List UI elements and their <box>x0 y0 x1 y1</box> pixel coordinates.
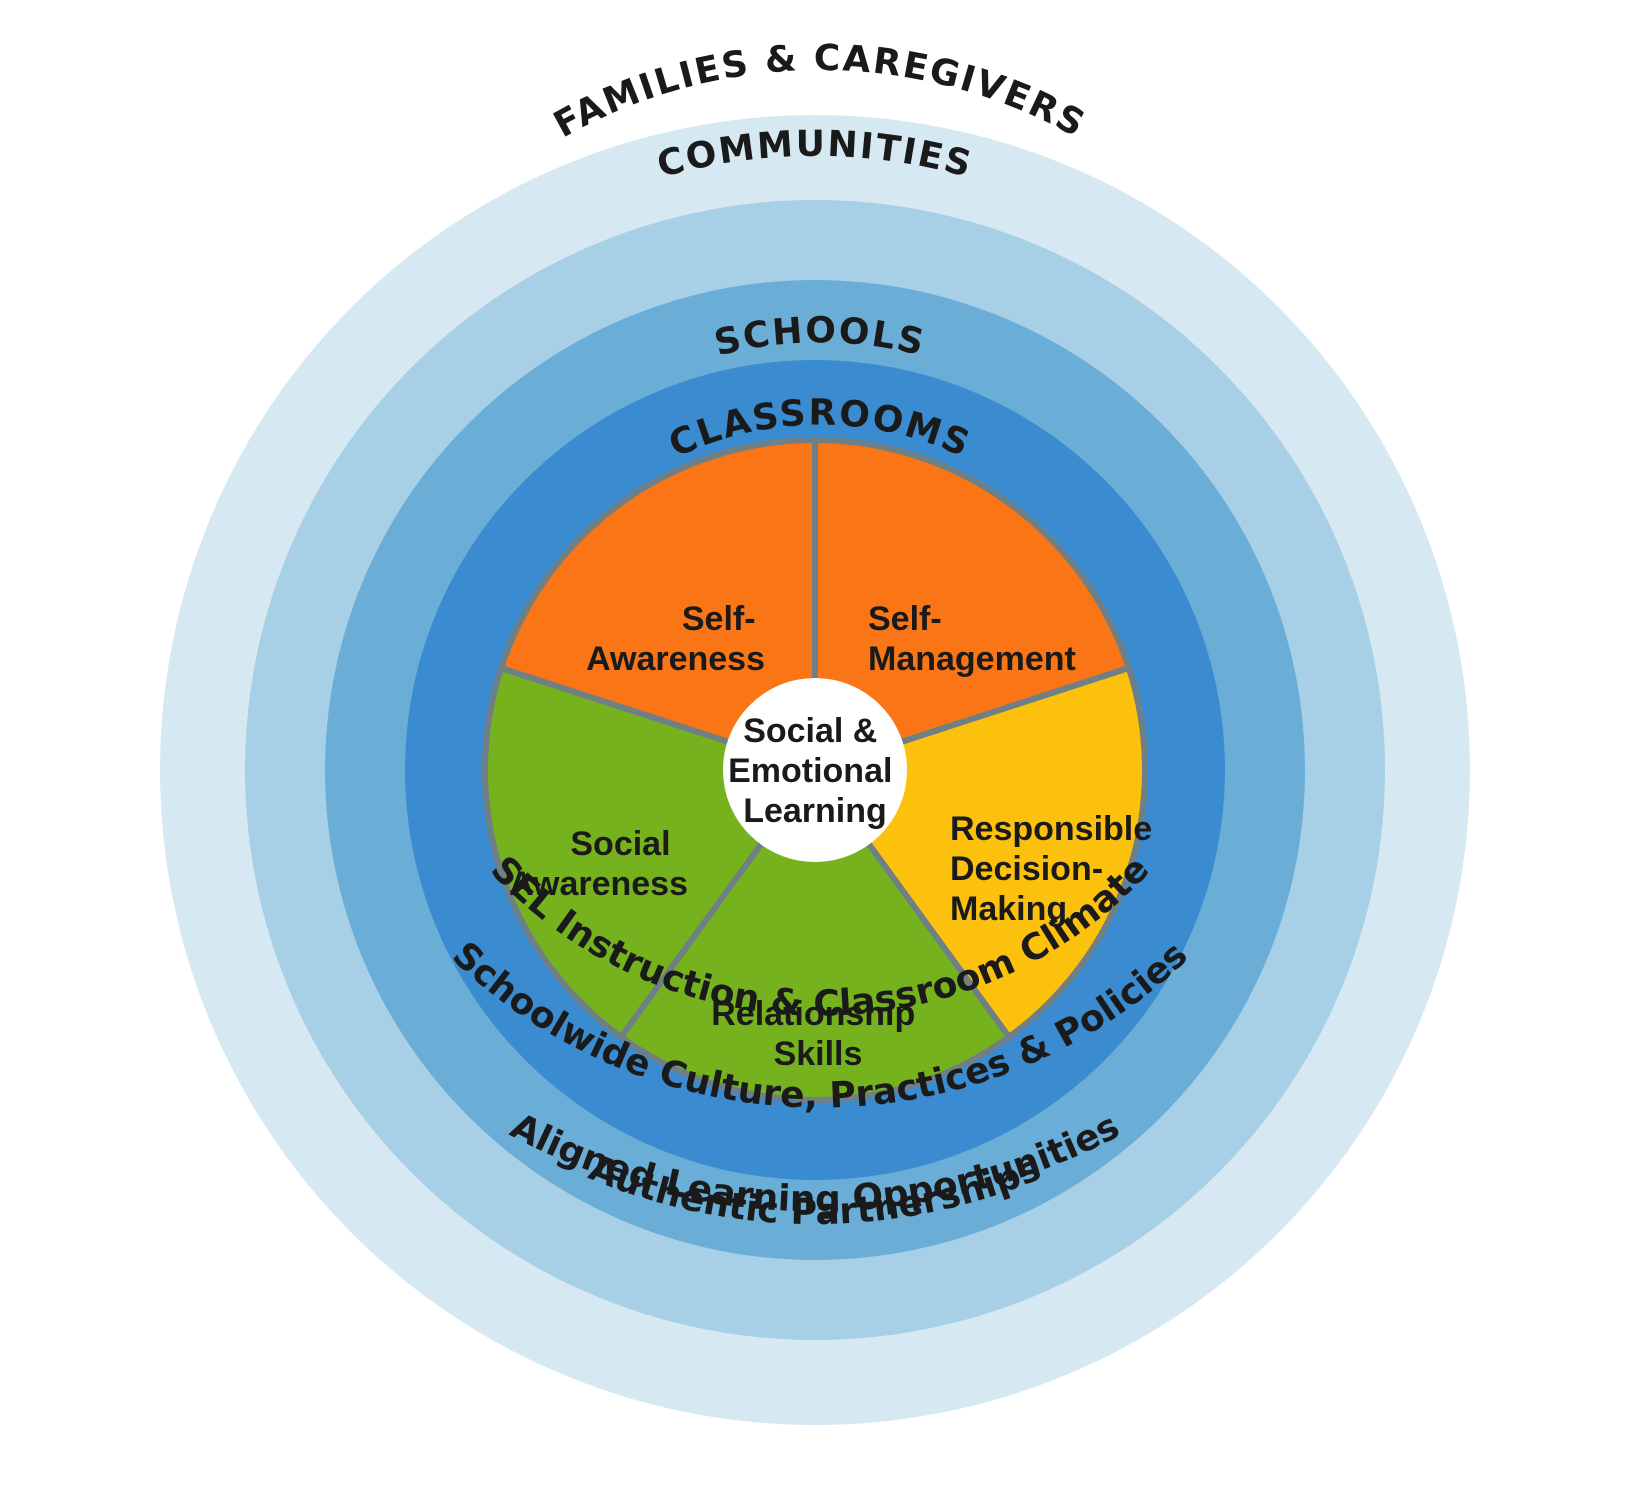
self-awareness-wedge <box>497 436 818 775</box>
self-awareness-label: Self- Awareness <box>586 600 765 678</box>
responsible-decision-making-label: Responsible Decision- Making <box>950 810 1162 928</box>
relationship-skills-wedge <box>616 764 1014 1104</box>
relationship-skills-label: Relationship Skills <box>711 995 924 1073</box>
center-circle <box>723 678 907 862</box>
self-management-label: Self- Management <box>868 600 1076 678</box>
social-awareness-label: Social Awareness <box>509 825 688 903</box>
competency-wheel <box>481 436 1149 1104</box>
center-label: Social & Emotional Learning <box>728 712 902 830</box>
self-management-wedge <box>812 436 1133 775</box>
